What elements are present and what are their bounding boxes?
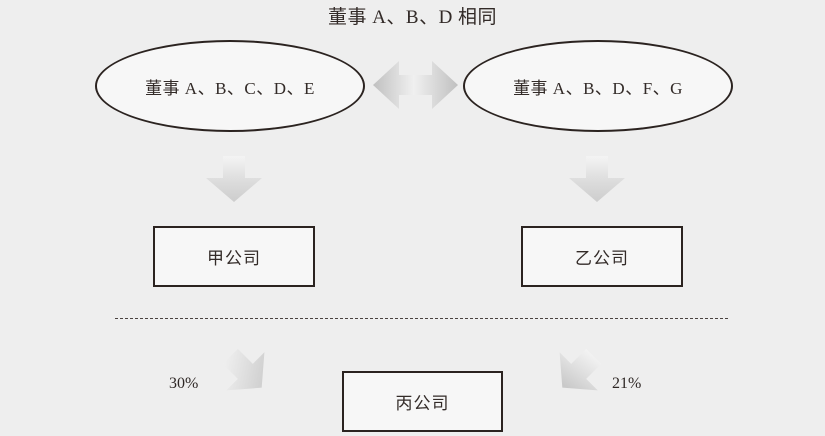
ellipse-node-directors-right[interactable]: 董事 A、B、D、F、G: [463, 40, 733, 132]
arrow-down-right-icon: [222, 348, 265, 391]
ellipse-right-label: 董事 A、B、D、F、G: [513, 78, 683, 98]
arrow-down-left-icon: [559, 348, 602, 391]
arrow-down-icon-right: [569, 156, 625, 202]
company-box-bing-label: 丙公司: [395, 394, 450, 413]
company-box-yi-label: 乙公司: [575, 249, 629, 268]
double-headed-arrow-icon: [373, 61, 458, 109]
arrow-down-icon-left: [206, 156, 262, 202]
ownership-percent-left: 30%: [169, 375, 199, 392]
ownership-percent-right: 21%: [612, 375, 642, 392]
page-title: 董事 A、B、D 相同: [327, 7, 498, 28]
company-box-jia-label: 甲公司: [207, 249, 261, 268]
dashed-line-icon: [115, 318, 728, 319]
ellipse-left-label: 董事 A、B、C、D、E: [145, 78, 315, 98]
company-box-yi[interactable]: 乙公司: [521, 226, 683, 287]
company-box-bing[interactable]: 丙公司: [342, 371, 503, 432]
ellipse-node-directors-left[interactable]: 董事 A、B、C、D、E: [95, 40, 365, 132]
company-box-jia[interactable]: 甲公司: [153, 226, 315, 287]
